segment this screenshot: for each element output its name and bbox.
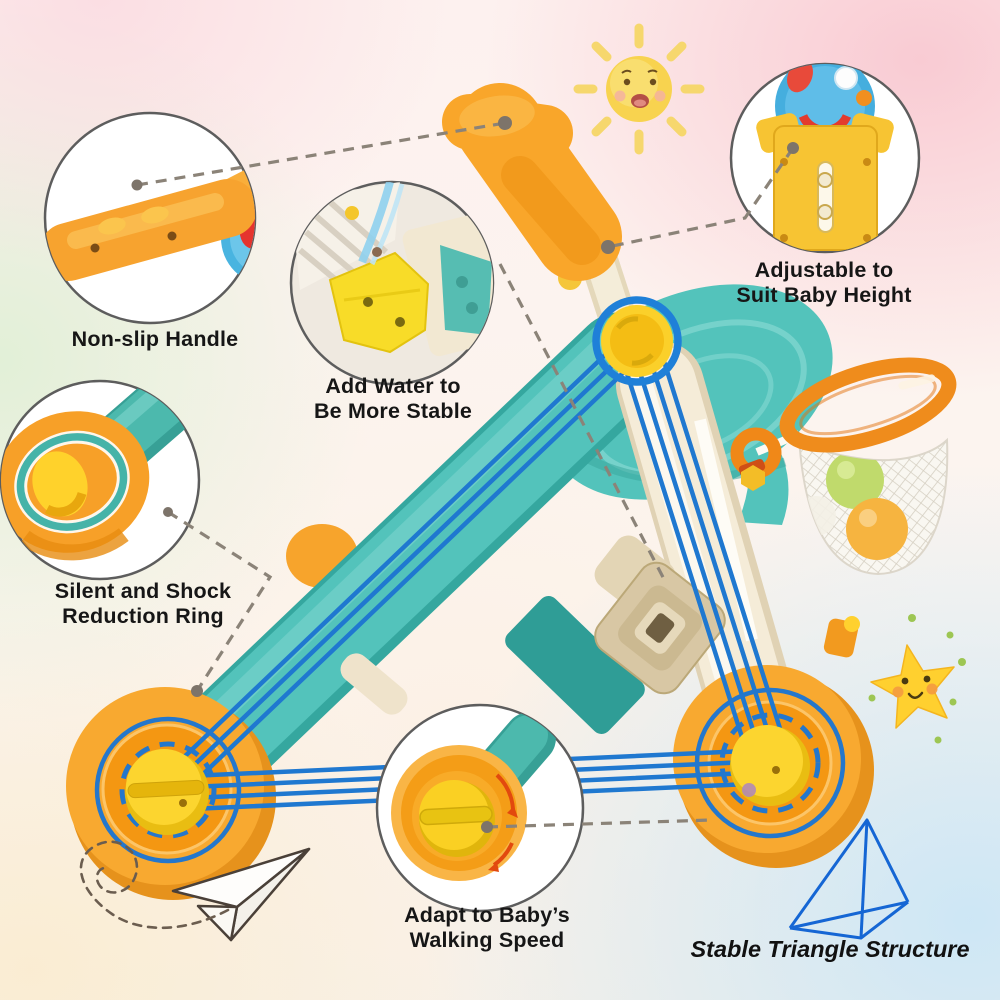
label-non-slip-handle: Non-slip Handle (71, 327, 239, 351)
connector-lines (136, 121, 795, 829)
walker-handle (442, 83, 622, 281)
white-ball (799, 496, 836, 536)
water-tank-blocks (594, 535, 726, 695)
orange-ball (846, 498, 908, 560)
star-face-icon (868, 614, 966, 744)
left-wheel-hub (94, 716, 242, 864)
label-add-water: Add Water to Be More Stable (313, 374, 473, 423)
label-walking-speed: Adapt to Baby’s Walking Speed (404, 903, 570, 952)
callout-water-tank (289, 180, 495, 386)
top-joint (592, 296, 682, 386)
callout-handle (43, 111, 257, 325)
pyramid-wireframe-icon (788, 818, 910, 940)
spiral-doodle-icon (79, 840, 230, 930)
paper-airplane-icon (171, 847, 311, 942)
label-shock-ring: Silent and Shock Reduction Ring (54, 579, 232, 628)
label-adjustable-height: Adjustable to Suit Baby Height (736, 258, 912, 307)
callout-shock-ring (0, 379, 201, 581)
caption-stable-triangle: Stable Triangle Structure (690, 936, 970, 962)
connector-dots (131, 116, 799, 833)
sun-face-icon (573, 23, 705, 155)
callout-height-adjust (729, 62, 921, 254)
right-wheel-hub (694, 687, 846, 839)
callout-speed-wheel (375, 703, 585, 913)
hoop-rim (779, 357, 957, 453)
basket-net (730, 357, 957, 576)
